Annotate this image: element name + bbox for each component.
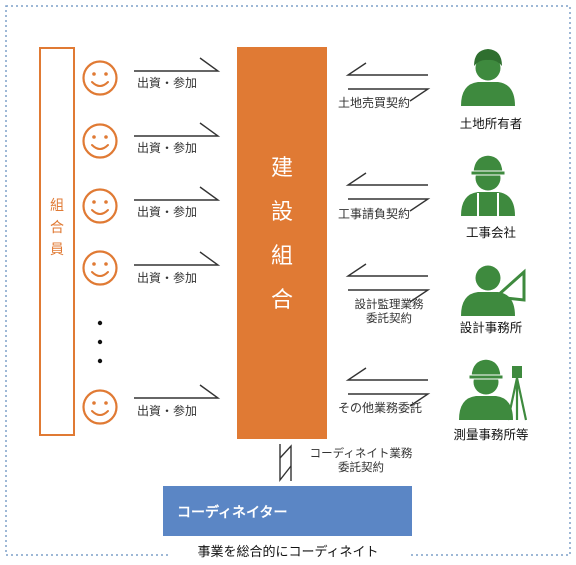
ellipsis-dot (97, 339, 103, 345)
members-label: 組合員 (50, 198, 64, 258)
contract-label-other: その他業務委託 (338, 401, 423, 415)
coordinator-box: コーディネイター (163, 486, 412, 536)
construction-union-box: 建設組合 (237, 47, 327, 439)
coord-arrow-up (279, 444, 292, 481)
ellipsis-dot (97, 358, 103, 364)
smiley-face-icon (82, 250, 118, 286)
coordinator-label: コーディネイター (177, 505, 288, 521)
person-head (475, 265, 501, 291)
contract-arrows-construction (345, 172, 431, 212)
person-body (461, 82, 515, 106)
triangle-ruler (492, 268, 526, 302)
smiley-mouth (91, 410, 109, 416)
smiley-mouth (91, 271, 109, 277)
role-construction-company: 工事会社 (465, 225, 516, 240)
smiley-eye-left (92, 135, 96, 139)
helmet (470, 358, 502, 377)
contract-label-design: 設計監理業務 委託契約 (354, 297, 424, 325)
members-box: 組合員 (39, 47, 75, 436)
surveyor-icon (459, 358, 528, 421)
contract-arrow-left (345, 62, 428, 76)
person-head (475, 55, 501, 81)
smiley-mouth (91, 144, 109, 150)
contribution-arrow (134, 251, 221, 266)
hair (474, 49, 502, 66)
smiley-face-icon (82, 188, 118, 224)
person-body (461, 192, 515, 216)
contribution-arrow (134, 57, 221, 72)
smiley-eye-right (104, 200, 108, 204)
smiley-face-outline (82, 389, 118, 425)
contract-arrows-land (345, 62, 431, 102)
tripod (506, 377, 528, 421)
contribution-arrow (134, 186, 221, 201)
smiley-face-outline (82, 250, 118, 286)
contract-label-land: 土地売買契約 (338, 96, 411, 110)
landowner-icon (461, 49, 515, 106)
smiley-face-outline (82, 123, 118, 159)
coordination-contract-label: コーディネイト業務 委託契約 (309, 446, 413, 474)
contract-arrows-design (345, 263, 431, 303)
role-landowner: 土地所有者 (459, 116, 523, 131)
coordination-arrows (279, 444, 292, 483)
contract-arrow-right (348, 393, 431, 407)
survey-instrument (512, 366, 522, 378)
contribution-label-3: 出資・参加 (137, 205, 198, 219)
smiley-face-outline (82, 60, 118, 96)
footer-caption: 事業を総合的にコーディネイト (168, 543, 408, 563)
role-design-office: 設計事務所 (459, 320, 523, 335)
vest-stripes (477, 193, 499, 216)
contribution-arrow (134, 122, 221, 137)
smiley-eye-left (92, 72, 96, 76)
architect-icon (461, 265, 526, 316)
helmet-brim (468, 374, 504, 380)
smiley-face-icon (82, 60, 118, 96)
union-label: 建設組合 (270, 156, 293, 313)
smiley-face-outline (82, 188, 118, 224)
smiley-eye-left (92, 401, 96, 405)
contract-arrow-right (348, 289, 431, 303)
smiley-face-icon (82, 123, 118, 159)
contract-arrows-other (345, 367, 431, 407)
role-survey-office: 測量事務所等 (453, 427, 529, 442)
contract-arrow-right (348, 198, 431, 212)
smiley-mouth (91, 209, 109, 215)
contribution-label-1: 出資・参加 (137, 76, 198, 90)
smiley-eye-right (104, 262, 108, 266)
contribution-label-2: 出資・参加 (137, 141, 198, 155)
smiley-eye-left (92, 262, 96, 266)
ellipsis-dot (97, 320, 103, 326)
smiley-mouth (91, 81, 109, 87)
person-body (461, 292, 515, 316)
contribution-label-5: 出資・参加 (137, 404, 198, 418)
contract-label-construction: 工事請負契約 (338, 207, 411, 221)
person-body (459, 396, 513, 420)
construction-worker-icon (461, 154, 515, 216)
contribution-arrow (134, 384, 221, 399)
contract-arrow-left (345, 263, 428, 277)
helmet-brim (470, 170, 506, 176)
contract-arrow-right (348, 88, 431, 102)
smiley-eye-left (92, 200, 96, 204)
smiley-face-icon (82, 389, 118, 425)
smiley-eye-right (104, 135, 108, 139)
smiley-eye-right (104, 72, 108, 76)
contribution-label-4: 出資・参加 (137, 271, 198, 285)
contract-arrow-left (345, 367, 428, 381)
coord-arrow-down (279, 444, 292, 483)
smiley-eye-right (104, 401, 108, 405)
helmet (472, 154, 504, 173)
contract-arrow-left (345, 172, 428, 186)
